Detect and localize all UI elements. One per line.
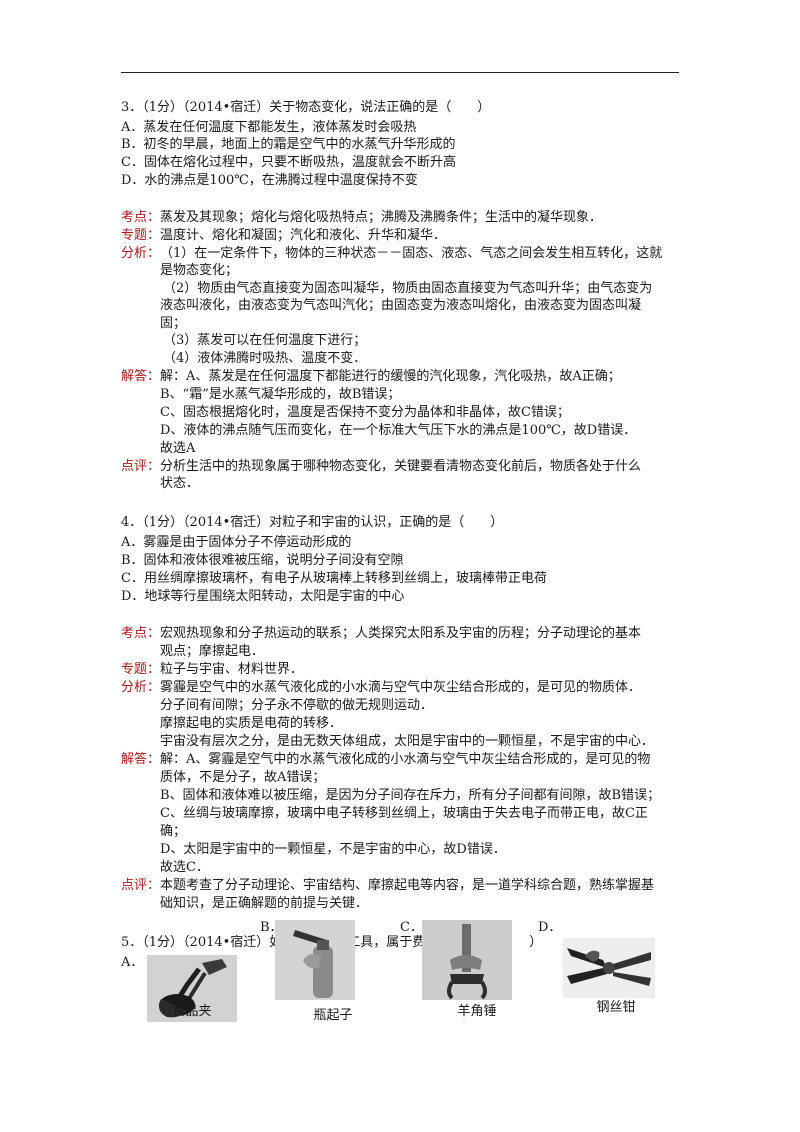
- zhuanti-text: 温度计、熔化和凝固；汽化和液化、升华和凝华．: [160, 228, 447, 243]
- option-b: B．固体和液体很难被压缩，说明分子间没有空隙: [121, 553, 404, 568]
- claw-hammer-icon: [422, 920, 512, 1000]
- jieda-line: B、“霜”是水蒸气凝华形成的，故B错误；: [160, 387, 401, 402]
- fenxi-line: （3）蒸发可以在任何温度下进行；: [163, 333, 367, 348]
- fenxi-line: 摩擦起电的实质是电荷的转移．: [160, 716, 343, 731]
- jieda-line: 确；: [160, 824, 187, 839]
- pliers-icon: [563, 938, 655, 998]
- option-b-caption: 瓶起子: [313, 1008, 353, 1023]
- option-a-caption: 食品夹: [172, 1004, 212, 1019]
- jieda-line: D、太阳是宇宙中的一颗恒星，不是宇宙的中心，故D错误．: [160, 842, 506, 857]
- kaodian-label: 考点：: [121, 210, 161, 225]
- fenxi-line: 是物态变化；: [160, 263, 239, 278]
- dianping-label: 点评：: [121, 878, 161, 893]
- fenxi-line: 固；: [160, 316, 187, 331]
- fenxi-line: （1）在一定条件下，物体的三种状态－－固态、液态、气态之间会发生相互转化，这就: [160, 246, 663, 261]
- fenxi-line: （2）物质由气态直接变为固态叫凝华，物质由固态直接变为气态叫升华；由气态变为: [163, 281, 653, 296]
- fenxi-line: 雾霾是空气中的水蒸气液化成的小水滴与空气中灰尘结合形成的，是可见的物质体．: [160, 680, 642, 695]
- dianping-line: 状态．: [160, 476, 200, 491]
- option-a-letter: A．: [121, 955, 144, 970]
- option-d-caption: 钢丝钳: [596, 1000, 636, 1015]
- fenxi-line: 宇宙没有层次之分，是由无数天体组成，太阳是宇宙中的一颗恒星，不是宇宙的中心．: [160, 734, 655, 749]
- fenxi-label: 分析：: [121, 246, 161, 261]
- option-c: C．固体在熔化过程中，只要不断吸热，温度就会不断升高: [121, 155, 456, 170]
- kaodian-line: 宏观热现象和分子热运动的联系；人类探究太阳系及宇宙的历程；分子动理论的基本: [160, 626, 642, 641]
- jieda-line: 故选C．: [160, 860, 209, 875]
- jieda-line: C、固态根据熔化时，温度是否保持不变分为晶体和非晶体，故C错误；: [160, 405, 570, 420]
- dianping-line: 础知识，是正确解题的前提与关键．: [160, 896, 369, 911]
- option-d-letter: D．: [538, 920, 562, 935]
- dianping-line: 分析生活中的热现象属于哪种物态变化，关键要看清物态变化前后，物质各处于什么: [160, 459, 642, 474]
- question-stem: 4．（1分）（2014•宿迁）对粒子和宇宙的认识，正确的是（ ）: [121, 515, 504, 530]
- claw-hammer-photo: [422, 920, 512, 1000]
- bottle-opener-photo: [275, 920, 355, 1000]
- top-rule: [121, 72, 679, 73]
- option-c-caption: 羊角锤: [457, 1004, 497, 1019]
- dianping-line: 本题考查了分子动理论、宇宙结构、摩擦起电等内容，是一道学科综合题，熟练掌握基: [160, 878, 655, 893]
- jieda-line: 质体，不是分子，故A错误；: [160, 770, 326, 785]
- jieda-label: 解答：: [121, 369, 161, 384]
- question-stem: 3．（1分）（2014•宿迁）关于物态变化，说法正确的是（ ）: [121, 100, 491, 115]
- option-c-letter: C．: [400, 920, 423, 935]
- pliers-photo: [563, 938, 655, 998]
- bottle-opener-icon: [275, 920, 355, 1000]
- jieda-line: 故选A: [160, 441, 196, 456]
- fenxi-line: 液态叫液化，由液态变为气态叫汽化；由固态变为液态叫熔化，由液态变为固态叫凝: [160, 298, 642, 313]
- jieda-label: 解答：: [121, 752, 161, 767]
- fenxi-label: 分析：: [121, 680, 161, 695]
- option-d: D．水的沸点是100℃，在沸腾过程中温度保持不变: [121, 173, 418, 188]
- option-c: C．用丝绸摩擦玻璃杯，有电子从玻璃棒上转移到丝绸上，玻璃棒带正电荷: [121, 571, 547, 586]
- kaodian-line: 观点；摩擦起电．: [160, 644, 265, 659]
- jieda-line: 解：A、雾霾是空气中的水蒸气液化成的小水滴与空气中灰尘结合形成的，是可见的物: [160, 752, 651, 767]
- option-d: D．地球等行星围绕太阳转动，太阳是宇宙的中心: [121, 589, 405, 604]
- option-a: A．蒸发在任何温度下都能发生，液体蒸发时会吸热: [121, 120, 417, 135]
- zhuanti-label: 专题：: [121, 662, 161, 677]
- zhuanti-label: 专题：: [121, 228, 161, 243]
- food-tongs-icon: [147, 955, 237, 1022]
- dianping-label: 点评：: [121, 459, 161, 474]
- jieda-line: D、液体的沸点随气压而变化，在一个标准大气压下水的沸点是100℃，故D错误．: [160, 423, 637, 438]
- option-b: B．初冬的早晨，地面上的霜是空气中的水蒸气升华形成的: [121, 137, 456, 152]
- food-tongs-photo: [147, 955, 237, 1022]
- kaodian-label: 考点：: [121, 626, 161, 641]
- option-a: A．雾霾是由于固体分子不停运动形成的: [121, 535, 352, 550]
- fenxi-line: 分子间有间隙；分子永不停歇的做无规则运动．: [160, 698, 434, 713]
- jieda-line: 解：A、蒸发是在任何温度下都能进行的缓慢的汽化现象，汽化吸热，故A正确；: [160, 369, 621, 384]
- fenxi-line: （4）液体沸腾时吸热、温度不变．: [163, 351, 367, 366]
- zhuanti-text: 粒子与宇宙、材料世界．: [160, 662, 304, 677]
- jieda-line: C、丝绸与玻璃摩擦，玻璃中电子转移到丝绸上，玻璃由于失去电子而带正电，故C正: [160, 806, 648, 821]
- kaodian-text: 蒸发及其现象；熔化与熔化吸热特点；沸腾及沸腾条件；生活中的凝华现象．: [160, 210, 603, 225]
- jieda-line: B、固体和液体难以被压缩，是因为分子间存在斥力，所有分子间都有间隙，故B错误；: [160, 788, 661, 803]
